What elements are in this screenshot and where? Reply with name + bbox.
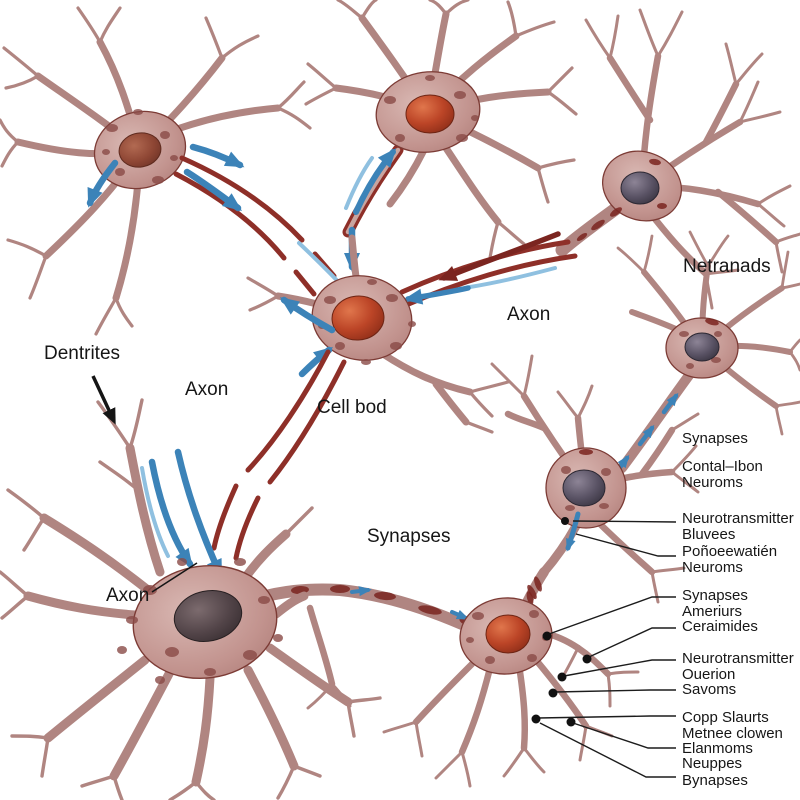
signal-arrow-axon-left xyxy=(403,266,557,305)
axon-lower-leader-line xyxy=(151,562,198,593)
neuron-mid-right xyxy=(490,354,700,613)
label-neuppes: Neuppes xyxy=(682,755,743,772)
nucleus xyxy=(118,132,162,168)
signal-arrows-into-bottomleft xyxy=(140,448,224,579)
dark-signal-arrow-left xyxy=(438,231,561,281)
neuron-bottom-middle xyxy=(252,583,640,788)
signal-arrows-topleft xyxy=(86,143,245,212)
leader-lines xyxy=(537,520,677,778)
label-pofioeewatien: Poñoeewatién Neuroms xyxy=(682,543,778,576)
neuron-top-left xyxy=(0,6,312,336)
nucleus xyxy=(684,332,720,362)
label-netranads: Netranads xyxy=(683,256,771,277)
neuron-right-small xyxy=(594,230,800,492)
label-axon-lower: Axon xyxy=(106,585,150,606)
label-axon-upper: Axon xyxy=(185,379,229,400)
dentrites-pointer-arrow xyxy=(91,375,116,425)
signal-arrow-into-topmiddle xyxy=(344,148,397,215)
nucleus xyxy=(173,590,243,642)
label-cell-body: Cell bod xyxy=(317,397,387,418)
neuron-top-right xyxy=(555,8,800,310)
label-synapses-right: Synapses xyxy=(682,430,748,447)
neuron-center xyxy=(246,234,510,434)
nucleus xyxy=(485,614,531,654)
label-axon-right: Axon xyxy=(507,304,551,325)
label-neurotransmitter-ouerion: Neurotransmitter Ouerion Savoms xyxy=(682,650,794,698)
label-bynapses: Bynapses xyxy=(682,772,748,789)
nucleus xyxy=(405,94,455,134)
nucleus xyxy=(620,171,660,205)
label-contal-ibon: Contal–Ibon Neuroms xyxy=(682,458,763,491)
nucleus xyxy=(331,295,385,341)
neuron-top-middle xyxy=(304,0,578,260)
signal-arrow-midright xyxy=(565,511,581,552)
nucleus xyxy=(562,469,606,507)
label-neurotransmitter-bluvees: Neurotransmitter Bluvees xyxy=(682,510,794,543)
label-dentrites: Dentrites xyxy=(44,343,121,364)
leader-dots xyxy=(531,517,592,727)
label-synapses-ameriurs: Synapses Ameriurs Ceraimides xyxy=(682,587,758,635)
neuron-bottom-left xyxy=(0,398,382,800)
axon-center-to-bottomleft xyxy=(211,349,347,561)
label-copp-slaurts: Copp Slaurts Metnee clowen Elanmoms xyxy=(682,709,783,757)
label-synapses-center: Synapses xyxy=(367,526,451,547)
